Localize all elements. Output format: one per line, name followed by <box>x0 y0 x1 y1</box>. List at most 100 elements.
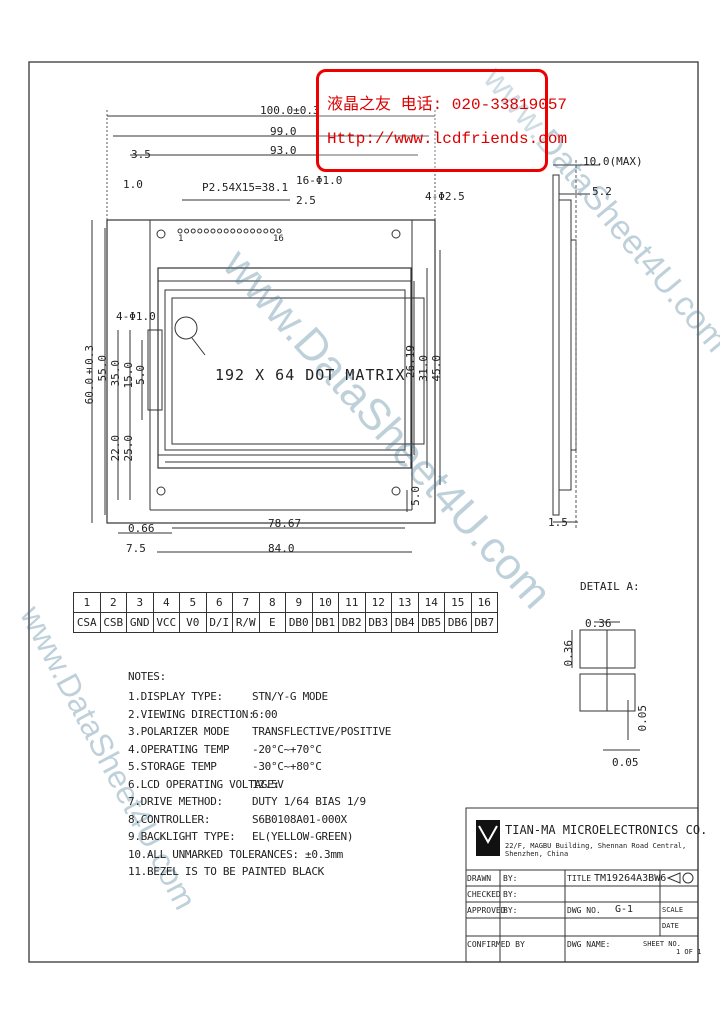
dim-left-1-0: 1.0 <box>123 178 143 191</box>
note-value: -20°C~+70°C <box>252 742 322 756</box>
detail-dim-3: 0.05 <box>636 705 649 732</box>
checked-by: BY: <box>503 890 518 899</box>
dim-bezel-h: 31.0 <box>417 355 430 382</box>
pin-number-cell: 11 <box>338 592 366 613</box>
dim-84-0: 84.0 <box>268 542 295 555</box>
dim-inner-holes: 4-Φ1.0 <box>116 310 156 323</box>
pin-hole <box>210 228 216 234</box>
note-value: 6:00 <box>252 707 278 721</box>
note-value: S6B0108A01-000X <box>252 812 347 826</box>
dim-hole-span: 93.0 <box>270 144 297 157</box>
dim-outline-h: 45.0 <box>430 355 443 382</box>
pin-hole <box>223 228 229 234</box>
confirmed-label: CONFIRMED BY <box>467 940 525 949</box>
note-value: TRANSFLECTIVE/POSITIVE <box>252 725 392 738</box>
detail-title: DETAIL A: <box>580 580 640 593</box>
note-label: 9.BACKLIGHT TYPE: <box>128 830 236 843</box>
pin-hole <box>236 228 242 234</box>
approved-by: BY: <box>503 906 518 915</box>
pin-name-cell: GND <box>126 612 154 633</box>
date-label: DATE <box>662 922 679 930</box>
note-label: 5.STORAGE TEMP <box>128 760 217 773</box>
pin-hole <box>190 228 196 234</box>
side-dim-5-2: 5.2 <box>592 185 612 198</box>
dwg-name-label: DWG NAME: <box>567 940 611 949</box>
pin-name-cell: E <box>258 612 286 633</box>
stamp-url: Http://www.lcdfriends.com <box>327 130 568 148</box>
title-label: TITLE <box>567 874 592 883</box>
dim-height-60: 60.0±0.3 <box>83 345 96 405</box>
note-value: STN/Y-G MODE <box>252 690 328 703</box>
note-label: 2.VIEWING DIRECTION: <box>128 707 255 721</box>
dim-78-67: 78.67 <box>268 517 302 530</box>
drawn-label: DRAWN <box>467 874 492 883</box>
dim-7-5: 7.5 <box>126 542 146 555</box>
note-label: 8.CONTROLLER: <box>128 812 211 826</box>
pin-name-cell: DB7 <box>470 612 498 633</box>
pin-name-cell: DB1 <box>311 612 339 633</box>
pin-name-cell: CSA <box>73 612 101 633</box>
dim-height-25: 25.0 <box>122 435 135 462</box>
title-value: TM19264A3BW6 <box>594 873 667 884</box>
pin-number-cell: 1 <box>73 592 101 613</box>
company-name: TIAN-MA MICROELECTRONICS CO. <box>505 823 708 837</box>
note-label: 1.DISPLAY TYPE: <box>128 690 223 703</box>
pin-name-cell: DB5 <box>417 612 445 633</box>
pin-number-cell: 6 <box>205 592 233 613</box>
detail-dim-1: 0.36 <box>585 617 612 630</box>
pin-hole <box>217 228 223 234</box>
checked-label: CHECKED <box>467 890 501 899</box>
note-label: 7.DRIVE METHOD: <box>128 795 223 808</box>
pin-number-cell: 14 <box>417 592 445 613</box>
pin-hole <box>230 228 236 234</box>
note-label: 6.LCD OPERATING VOLTAGE: <box>128 777 280 791</box>
company-address: 22/F, MAGBU Building, Shennan Road Centr… <box>505 842 687 858</box>
stamp-phone: 液晶之友 电话: 020-33819057 <box>327 96 568 114</box>
dim-height-22: 22.0 <box>109 435 122 462</box>
pin-number-cell: 5 <box>179 592 207 613</box>
detail-dim-2: 0.36 <box>562 640 575 667</box>
side-dim-max: 10.0(MAX) <box>583 155 643 168</box>
pin-number-cell: 12 <box>364 592 392 613</box>
pin-hole <box>243 228 249 234</box>
note-value: DUTY 1/64 BIAS 1/9 <box>252 795 366 808</box>
notes-header: NOTES: <box>128 670 166 683</box>
pin-number-cell: 7 <box>232 592 260 613</box>
dim-hole-offset: 2.5 <box>296 194 316 207</box>
note-label: 11.BEZEL IS TO BE PAINTED BLACK <box>128 865 324 878</box>
pin-name-cell: DB4 <box>391 612 419 633</box>
pin-name-cell: D/I <box>205 612 233 633</box>
pin-number-cell: 9 <box>285 592 313 613</box>
dim-bottom-right-5: 5.0 <box>409 486 422 506</box>
dim-left-3-5: 3.5 <box>131 148 151 161</box>
dot-matrix-label: 192 X 64 DOT MATRIX <box>215 366 406 384</box>
detail-dim-4: 0.05 <box>612 756 639 769</box>
note-label: 10.ALL UNMARKED TOLERANCES: ±0.3mm <box>128 847 343 861</box>
scale-label: SCALE <box>662 906 684 914</box>
approved-label: APPROVED <box>467 906 506 915</box>
pin-hole <box>256 228 262 234</box>
dim-height-35: 35.0 <box>109 360 122 387</box>
dim-mount-holes: 4-Φ2.5 <box>425 190 465 203</box>
pin-name-cell: CSB <box>99 612 127 633</box>
dim-height-55: 55.0 <box>96 355 109 382</box>
pin-hole <box>269 228 275 234</box>
drawn-by: BY: <box>503 874 518 883</box>
pin-hole <box>184 228 190 234</box>
pin-name-cell: DB0 <box>285 612 313 633</box>
dim-pin-holes: 16-Φ1.0 <box>296 174 343 187</box>
dim-0-66: 0.66 <box>128 522 155 535</box>
dwg-value: G-1 <box>615 904 634 915</box>
pin-last-label: 16 <box>273 234 284 244</box>
note-value: EL(YELLOW-GREEN) <box>252 830 354 843</box>
pin-hole <box>250 228 256 234</box>
pin-hole <box>177 228 183 234</box>
pin-hole <box>203 228 209 234</box>
pin-row <box>177 228 282 234</box>
pin-first-label: 1 <box>178 234 184 244</box>
sheet-value: 1 OF 1 <box>676 948 702 956</box>
pin-hole <box>197 228 203 234</box>
